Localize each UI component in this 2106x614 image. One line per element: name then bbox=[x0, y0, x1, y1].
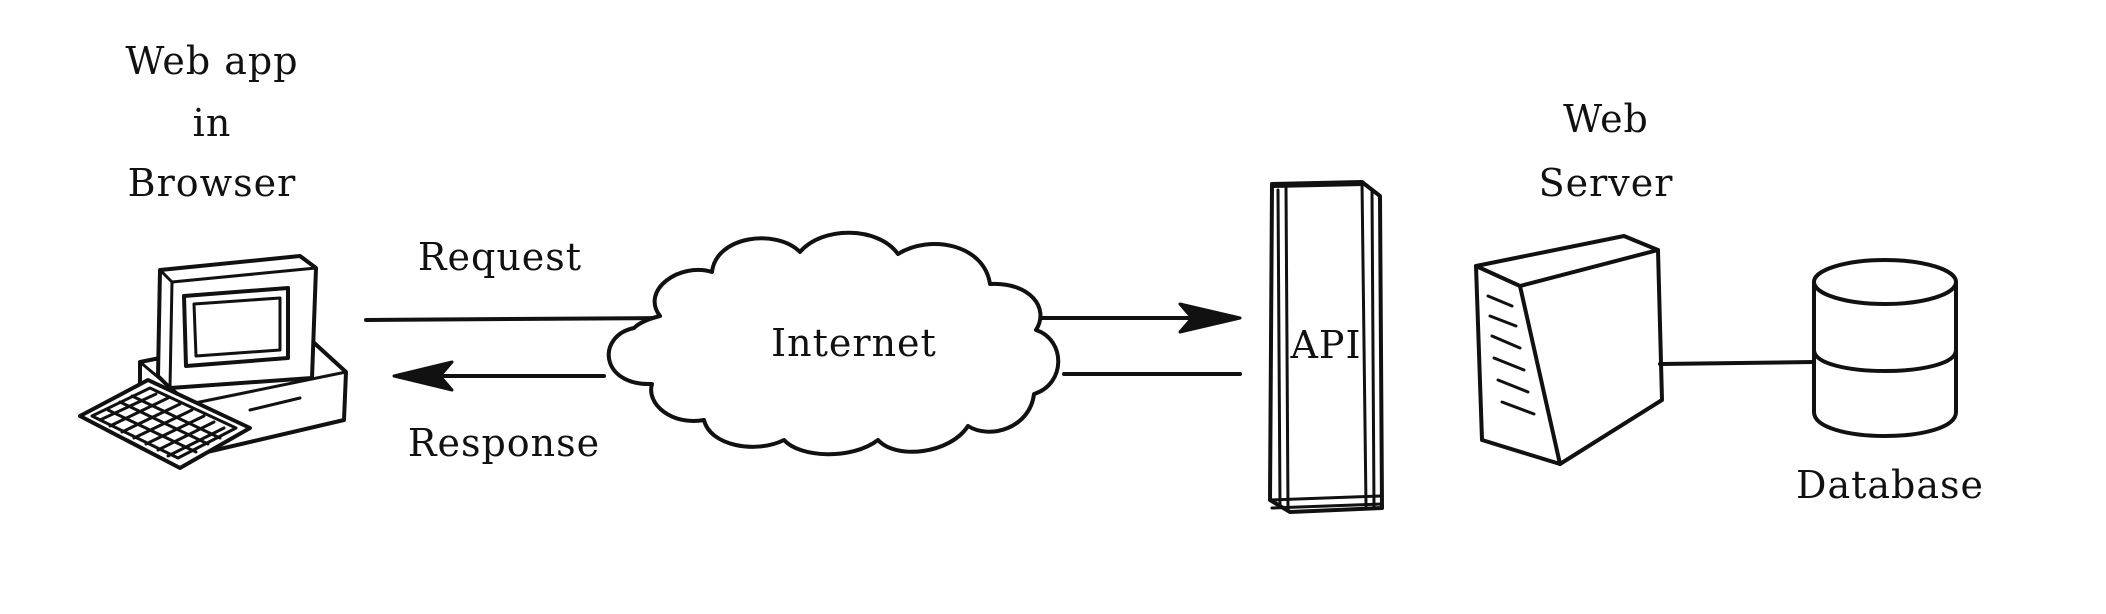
server-icon bbox=[1474, 234, 1664, 466]
internet-label: Internet bbox=[771, 321, 937, 365]
database-label: Database bbox=[1796, 463, 1984, 507]
server-label-line2: Server bbox=[1539, 161, 1674, 205]
response-arrow bbox=[392, 360, 1242, 392]
request-label: Request bbox=[418, 235, 582, 279]
server-database-connector bbox=[1658, 360, 1816, 366]
response-label: Response bbox=[408, 421, 600, 465]
browser-label-line2: in bbox=[193, 101, 232, 145]
server-label-line1: Web bbox=[1563, 97, 1649, 141]
cloud-icon bbox=[606, 230, 1061, 457]
api-label: API bbox=[1289, 323, 1361, 367]
browser-label: Web app in Browser bbox=[125, 39, 298, 205]
browser-label-line3: Browser bbox=[128, 161, 297, 205]
api-box bbox=[1268, 180, 1384, 514]
request-arrow bbox=[364, 302, 1242, 334]
computer-icon bbox=[78, 254, 348, 470]
server-label: Web Server bbox=[1539, 97, 1674, 205]
database-icon bbox=[1812, 258, 1958, 438]
browser-label-line1: Web app bbox=[125, 39, 298, 83]
